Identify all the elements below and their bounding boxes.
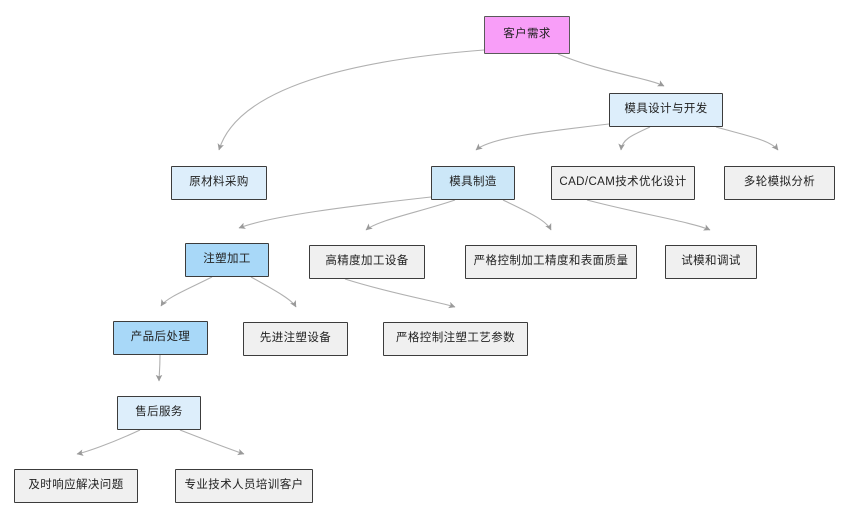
- node-n1[interactable]: 客户需求: [484, 16, 570, 54]
- node-label: 模具设计与开发: [624, 103, 708, 116]
- node-label: 及时响应解决问题: [28, 479, 124, 492]
- node-n11[interactable]: 产品后处理: [113, 321, 208, 355]
- node-n5[interactable]: CAD/CAM技术优化设计: [551, 166, 695, 200]
- edge-n7-n11: [160, 276, 213, 307]
- node-label: 原材料采购: [189, 176, 249, 189]
- node-n7[interactable]: 注塑加工: [185, 243, 269, 277]
- node-label: 注塑加工: [203, 253, 251, 266]
- node-label: 客户需求: [503, 28, 551, 41]
- node-label: 严格控制加工精度和表面质量: [473, 255, 629, 268]
- node-n10[interactable]: 试模和调试: [665, 245, 757, 279]
- edge-n5-n10: [586, 199, 711, 231]
- node-n15[interactable]: 及时响应解决问题: [14, 469, 138, 503]
- edge-n1-n3: [217, 49, 485, 151]
- node-label: 产品后处理: [130, 331, 191, 344]
- node-label: 严格控制注塑工艺参数: [396, 332, 515, 345]
- edge-n14-n15: [76, 429, 141, 456]
- edge-n4-n8: [365, 199, 456, 231]
- node-n13[interactable]: 严格控制注塑工艺参数: [383, 322, 528, 356]
- node-n12[interactable]: 先进注塑设备: [243, 322, 348, 356]
- edge-n2-n6: [715, 126, 779, 151]
- edge-n14-n16: [179, 429, 245, 456]
- node-n4[interactable]: 模具制造: [431, 166, 515, 200]
- edge-n1-n2: [557, 53, 665, 87]
- edge-n2-n4: [475, 123, 610, 151]
- node-label: CAD/CAM技术优化设计: [559, 176, 687, 189]
- edge-n11-n14: [155, 354, 163, 382]
- edge-n4-n9: [502, 199, 552, 231]
- node-label: 模具制造: [449, 176, 497, 189]
- node-label: 专业技术人员培训客户: [184, 479, 304, 492]
- node-label: 售后服务: [135, 406, 183, 419]
- node-n14[interactable]: 售后服务: [117, 396, 201, 430]
- node-n3[interactable]: 原材料采购: [171, 166, 267, 200]
- edge-n4-n7: [238, 196, 432, 229]
- node-n2[interactable]: 模具设计与开发: [609, 93, 723, 127]
- node-label: 高精度加工设备: [325, 255, 409, 268]
- edge-n7-n12: [250, 276, 297, 308]
- node-label: 多轮模拟分析: [743, 176, 816, 189]
- node-n6[interactable]: 多轮模拟分析: [724, 166, 835, 200]
- node-label: 试模和调试: [681, 255, 741, 268]
- node-n9[interactable]: 严格控制加工精度和表面质量: [465, 245, 637, 279]
- edge-n8-n13: [344, 278, 456, 309]
- node-label: 先进注塑设备: [259, 332, 332, 345]
- node-n16[interactable]: 专业技术人员培训客户: [175, 469, 313, 503]
- edge-n2-n5: [618, 126, 651, 151]
- node-n8[interactable]: 高精度加工设备: [309, 245, 425, 279]
